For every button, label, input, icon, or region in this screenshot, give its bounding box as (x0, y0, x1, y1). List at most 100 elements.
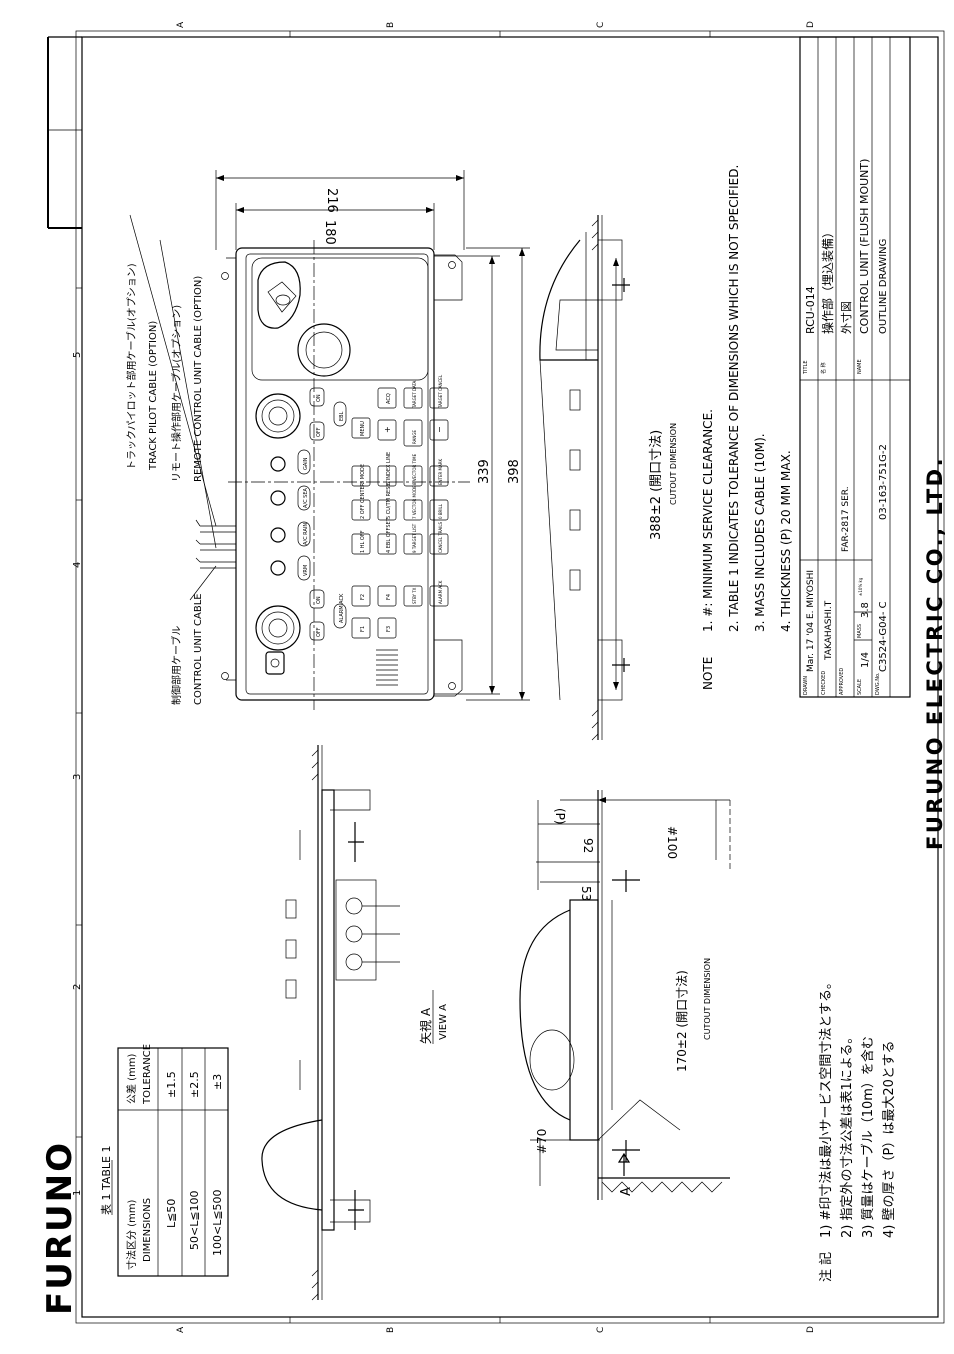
vrm-key (333, 401, 347, 427)
a-c-sea-knob (270, 490, 286, 506)
table-1-title: 表 1 TABLE 1 (99, 1145, 113, 1215)
dim-cutout-top: 388±2 (開口寸法) (649, 430, 664, 540)
stby-tx-key (403, 585, 423, 607)
dim-92: 92 (581, 838, 595, 853)
dim-339: 339 (477, 459, 492, 484)
dim-cutout-side-en: CUTOUT DIMENSION (703, 958, 712, 1040)
top-cutout-view: 388±2 (開口寸法) CUTOUT DIMENSION (539, 215, 678, 741)
tb-name-en-1: CONTROL UNIT (FLUSH MOUNT) (858, 159, 871, 334)
stby-tx-key-label: STBY TX (412, 587, 417, 604)
tb-series: FAR-2817 SER. (841, 486, 851, 552)
cable-remote-ja: リモート操作部用ケーブル(オプション) (170, 305, 183, 482)
brill-key (297, 555, 311, 581)
off-key-2 (309, 621, 325, 641)
tb-name-ja-label: 名 称 (820, 362, 827, 374)
power-switch (265, 651, 285, 675)
key-1-hl-off-label: 1 HL OFF (360, 530, 366, 553)
menu-key (351, 417, 371, 439)
table-1-col1-header-en: DIMENSIONS (142, 1198, 153, 1262)
gain-key-label: GAIN (303, 457, 309, 470)
notes-en-item-1: 1. #: MINIMUM SERVICE CLEARANCE. (701, 409, 715, 632)
alarm-ack-key-label: ALARM ACK (438, 580, 443, 604)
sheet-border (47, 30, 945, 1324)
table-1-row1-range: L≦50 (165, 1199, 178, 1228)
table-1-col1-header-ja: 寸法区分 (mm) (125, 1199, 138, 1270)
dim-cutout-side: 170±2 (開口寸法) (675, 970, 689, 1072)
enter-mark-key-label: ENTER MARK (438, 458, 443, 485)
key-8-vector-time-label: 7 VECTOR MODE (412, 485, 417, 519)
table-1-row3-range: 100<L≦500 (211, 1189, 224, 1256)
notes-ja-item-1: 1) #印寸法は最小サービス空間寸法とする。 (819, 976, 834, 1238)
view-a-arrow-label: A (619, 1187, 634, 1196)
enter-mark-key (429, 465, 449, 487)
grid-letter-b-top: B (386, 22, 396, 28)
table-1-row1-tol: ±1.5 (165, 1071, 178, 1098)
grid-number-3: 3 (72, 774, 83, 780)
key-3-mode (351, 465, 371, 487)
on-key-1 (309, 387, 325, 407)
ebl-knob (255, 393, 301, 439)
brill-key-label: VRM (303, 565, 309, 576)
tb-scale-value: 1/4 (860, 652, 871, 668)
mount-hole (448, 261, 456, 269)
tb-mass-unit: ±10% kg (858, 577, 863, 596)
a-c-rain-key (297, 521, 311, 547)
ebl-key (333, 603, 347, 629)
a-c-rain-knob (270, 527, 286, 543)
notes-en-heading: NOTE (701, 657, 715, 690)
minus-key-label: − (435, 426, 444, 433)
target-data-key-label: TARGET DATA (412, 380, 417, 409)
f4-key-label: F4 (386, 594, 392, 600)
key-2-off-center (351, 499, 371, 521)
dim-398: 398 (507, 459, 522, 484)
dim-180: 180 (322, 220, 337, 245)
key-0-brill (429, 499, 449, 521)
notes-english: NOTE 1. #: MINIMUM SERVICE CLEARANCE. 2.… (701, 165, 793, 690)
table-1-row3-tol: ±3 (211, 1074, 224, 1090)
gain-knob (270, 456, 286, 472)
tb-mass-value: 3.8 (860, 602, 871, 618)
grid-letter-c-top: C (596, 22, 606, 28)
grid-letter-a-bottom: A (176, 1326, 186, 1333)
f4-key (377, 585, 397, 607)
grid-letter-d-top: D (806, 21, 816, 28)
f2-key (351, 585, 371, 607)
dim-cutout-top-en: CUTOUT DIMENSION (669, 423, 678, 505)
key-9-target-list (403, 465, 423, 487)
notes-ja-item-2: 2) 指定外の寸法公差は表1による。 (840, 1031, 855, 1238)
notes-ja-item-3: 3) 質量はケーブル（10m）を含む (860, 1036, 876, 1238)
off-key-1-label: OFF (316, 427, 322, 437)
target-cancel-key (429, 387, 449, 409)
grid-number-1: 1 (72, 1190, 83, 1196)
company-footer: FURUNO ELECTRIC CO., LTD. (923, 456, 947, 850)
cancel-trails-key (429, 533, 449, 555)
trackball (297, 323, 351, 377)
acq-key-label: ACQ (386, 393, 392, 404)
cable-track-pilot-en: TRACK PILOT CABLE (OPTION) (148, 321, 159, 471)
tb-checked-value: TAKAHASHI.T (824, 600, 834, 661)
tb-name-en-2: OUTLINE DRAWING (878, 239, 889, 334)
cables: トラックパイロット部用ケーブル(オプション) TRACK PILOT CABLE… (125, 214, 236, 705)
alarm-ack-key (429, 585, 449, 607)
grid-number-4: 4 (72, 562, 83, 568)
notes-en-item-4: 4. THICKNESS (P) 20 MM MAX. (779, 450, 793, 632)
grid-letter-a-top: A (176, 21, 186, 28)
mount-hole (448, 682, 456, 690)
view-a-side: 矢視 A VIEW A (261, 745, 449, 1301)
off-key-2-label: OFF (316, 627, 322, 637)
connector-box (335, 879, 377, 981)
plus-key (377, 419, 397, 441)
table-1-row2-range: 50<L≦100 (188, 1190, 201, 1250)
menu-key-label: MENU (360, 421, 366, 436)
notes-en-item-2: 2. TABLE 1 INDICATES TOLERANCE OF DIMENS… (727, 165, 741, 632)
control-unit-front-view: ON OFF ON OFF GAIN A/C SEA A/C RAIN VRM … (221, 240, 470, 710)
mount-hole (221, 272, 229, 280)
key-2-off-center-label: 2 OFF CENTER (360, 482, 366, 519)
cable-track-pilot-ja: トラックパイロット部用ケーブル(オプション) (125, 263, 138, 470)
mouse-icon (267, 281, 297, 313)
key-9-target-list-label: 8 VECTOR TIME (412, 453, 417, 485)
a-c-rain-key-label: A/C RAIN (303, 523, 309, 545)
tb-drawn-value: Mar. 17 '04 E. MIYOSHI (806, 570, 816, 672)
